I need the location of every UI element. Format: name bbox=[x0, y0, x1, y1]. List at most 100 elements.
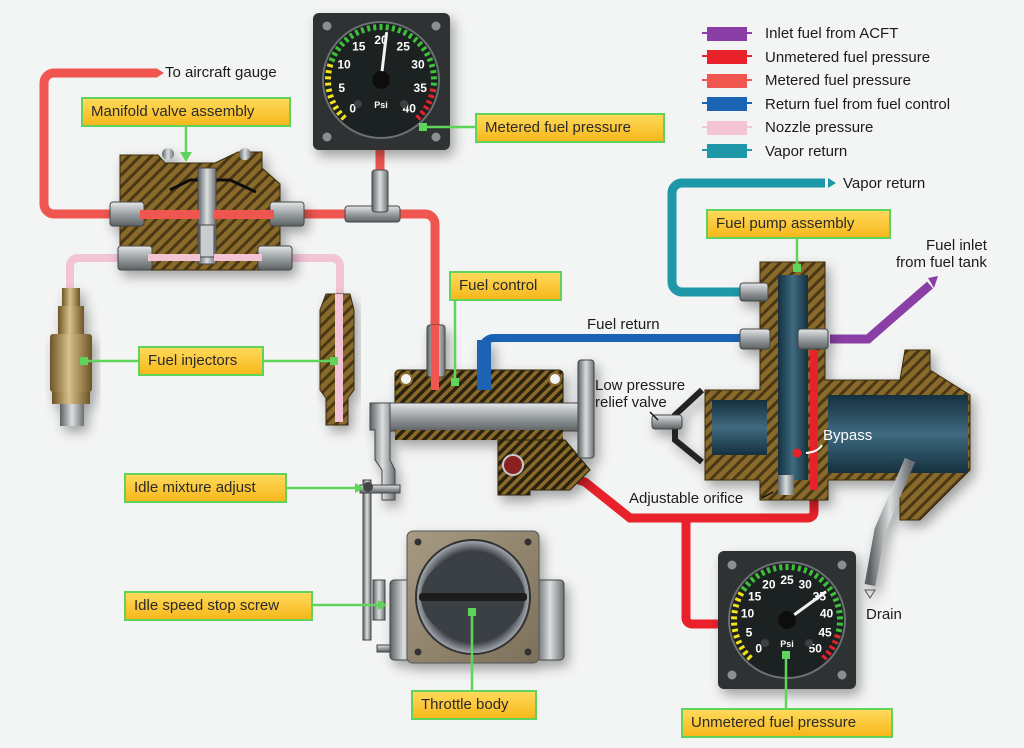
unmetered-gauge-scale-mark-green bbox=[797, 565, 802, 572]
unmetered-gauge-tick-label: 5 bbox=[746, 625, 753, 639]
unmetered-gauge-scale-mark-yellow bbox=[732, 603, 740, 608]
legend-swatch-metered bbox=[702, 73, 752, 88]
legend-item: Return fuel from fuel control bbox=[702, 93, 951, 117]
metered-gauge-scale-mark-yellow bbox=[325, 88, 333, 93]
unmetered-gauge-scale-mark-green bbox=[808, 569, 814, 577]
callout-leaders bbox=[84, 125, 799, 708]
unmetered-gauge-scale-mark-yellow bbox=[735, 639, 743, 645]
unmetered-gauge-scale-mark-green bbox=[802, 566, 808, 574]
unmetered-gauge-scale-mark-yellow bbox=[746, 654, 753, 661]
arrow-to-aircraft-gauge bbox=[156, 68, 164, 78]
unmetered-fuel-pressure-gauge: 05101520253035404550 Psi bbox=[718, 551, 856, 689]
metered-gauge-unit: Psi bbox=[374, 100, 388, 110]
metered-gauge-scale-mark-yellow bbox=[325, 69, 332, 74]
legend-label: Return fuel from fuel control bbox=[765, 95, 951, 113]
nozzle-line-left bbox=[66, 254, 120, 290]
label-low-pressure-line1: Low pressure bbox=[595, 377, 686, 394]
label-low-pressure-line2: relief valve bbox=[595, 394, 667, 411]
metered-gauge-scale-mark-green bbox=[420, 45, 428, 52]
unmetered-gauge-scale-mark-yellow bbox=[737, 591, 745, 597]
callout-idle-mixture-adjust: Idle mixture adjust bbox=[124, 473, 287, 503]
legend-item: Nozzle pressure bbox=[702, 116, 950, 140]
metered-gauge-scale-mark-green bbox=[328, 57, 336, 63]
arrow-drain bbox=[864, 589, 876, 599]
pointer-adjustable-orifice bbox=[761, 491, 774, 499]
legend-swatch-nozzle bbox=[702, 120, 752, 135]
metered-gauge-tick-label: 5 bbox=[338, 81, 345, 95]
manifold-valve-assembly bbox=[109, 148, 305, 271]
label-fuel-inlet-line1: Fuel inlet bbox=[926, 237, 987, 254]
unmetered-line-to-gauge bbox=[681, 518, 725, 629]
fuel-injector-left bbox=[50, 288, 92, 426]
unmetered-gauge-scale-mark-green bbox=[791, 564, 796, 571]
metered-gauge-tick-label: 10 bbox=[337, 58, 351, 72]
metered-gauge-scale-mark-green bbox=[372, 24, 377, 31]
unmetered-gauge-scale-mark-red bbox=[831, 639, 839, 645]
unmetered-gauge-scale-mark-red bbox=[825, 649, 832, 656]
unmetered-gauge-scale-mark-green bbox=[744, 580, 752, 588]
metered-gauge-tick-label: 25 bbox=[397, 40, 411, 54]
callout-fuel-injectors: Fuel injectors bbox=[138, 346, 264, 376]
metered-gauge-scale-mark-green bbox=[348, 32, 355, 40]
label-fuel-inlet-line2: from fuel tank bbox=[896, 254, 987, 271]
unmetered-gauge-scale-mark-yellow bbox=[734, 597, 742, 603]
legend-swatch-vapor bbox=[702, 144, 752, 159]
metered-gauge-scale-mark-green bbox=[407, 32, 414, 40]
unmetered-gauge-scale-mark-red bbox=[834, 634, 841, 639]
unmetered-gauge-scale-mark-green bbox=[766, 566, 772, 574]
callout-fuel-pump-assembly: Fuel pump assembly bbox=[706, 209, 891, 239]
metered-gauge-scale-mark-green bbox=[391, 25, 396, 32]
vapor-return-line bbox=[667, 178, 825, 297]
label-to-aircraft-gauge: To aircraft gauge bbox=[165, 64, 277, 81]
metered-line-manifold-feed bbox=[300, 209, 440, 330]
nozzle-line-right bbox=[290, 254, 344, 300]
unmetered-gauge-scale-mark-green bbox=[834, 603, 842, 608]
unmetered-gauge-tick-label: 0 bbox=[755, 641, 762, 655]
metered-line-to-aircraft-gauge bbox=[39, 68, 156, 219]
pointer-bypass bbox=[805, 444, 823, 454]
legend-swatch-inlet bbox=[702, 26, 752, 41]
unmetered-gauge-scale-mark-green bbox=[832, 597, 840, 603]
pointer-low-pressure-relief bbox=[649, 411, 659, 421]
unmetered-gauge-scale-mark-green bbox=[749, 576, 756, 583]
unmetered-gauge-scale-mark-green bbox=[835, 628, 843, 633]
metered-gauge-scale-mark-red bbox=[429, 88, 437, 93]
callout-metered-fuel-pressure: Metered fuel pressure bbox=[475, 113, 665, 143]
metered-gauge-scale-mark-green bbox=[331, 51, 339, 57]
unmetered-gauge-tick-label: 20 bbox=[762, 577, 776, 591]
metered-gauge-tick-label: 0 bbox=[349, 101, 356, 115]
unmetered-line-fuel-control-to-tee bbox=[528, 355, 819, 523]
callout-unmetered-fuel-pressure: Unmetered fuel pressure bbox=[681, 708, 893, 738]
unmetered-gauge-tick-label: 10 bbox=[741, 607, 755, 621]
metered-gauge-scale-mark-green bbox=[366, 25, 371, 32]
unmetered-gauge-scale-mark-green bbox=[813, 572, 820, 580]
unmetered-gauge-scale-mark-red bbox=[828, 644, 836, 651]
metered-gauge-scale-mark-red bbox=[428, 94, 435, 99]
arrow-fuel-inlet bbox=[928, 276, 938, 288]
legend-label: Nozzle pressure bbox=[765, 119, 874, 137]
metered-gauge-scale-mark-yellow bbox=[327, 94, 334, 99]
fuel-pump-assembly-unit bbox=[651, 261, 971, 599]
unmetered-gauge-scale-mark-green bbox=[829, 591, 837, 597]
metered-gauge-scale-mark-green bbox=[412, 36, 419, 43]
label-drain: Drain bbox=[866, 606, 902, 623]
unmetered-gauge-tick-label: 45 bbox=[818, 625, 832, 639]
metered-gauge-scale-mark-green bbox=[396, 26, 402, 34]
metered-gauge-scale-mark-green bbox=[343, 36, 350, 43]
unmetered-gauge-scale-mark-yellow bbox=[731, 609, 738, 614]
unmetered-gauge-scale-mark-green bbox=[760, 569, 766, 577]
metered-gauge-scale-mark-green bbox=[430, 69, 437, 74]
label-adjustable-orifice: Adjustable orifice bbox=[629, 490, 744, 507]
callout-manifold-valve-assembly: Manifold valve assembly bbox=[81, 97, 291, 127]
legend-label: Vapor return bbox=[765, 142, 848, 160]
metered-gauge-scale-mark-yellow bbox=[336, 109, 343, 116]
legend-item: Inlet fuel from ACFT bbox=[702, 22, 950, 46]
callout-fuel-control: Fuel control bbox=[449, 271, 562, 301]
unmetered-gauge-scale-mark-yellow bbox=[738, 644, 746, 651]
legend-swatch-return bbox=[702, 97, 752, 112]
unmetered-gauge-tick-label: 25 bbox=[780, 573, 794, 587]
inlet-fuel-line bbox=[830, 281, 933, 344]
metered-gauge-scale-mark-yellow bbox=[329, 99, 337, 105]
